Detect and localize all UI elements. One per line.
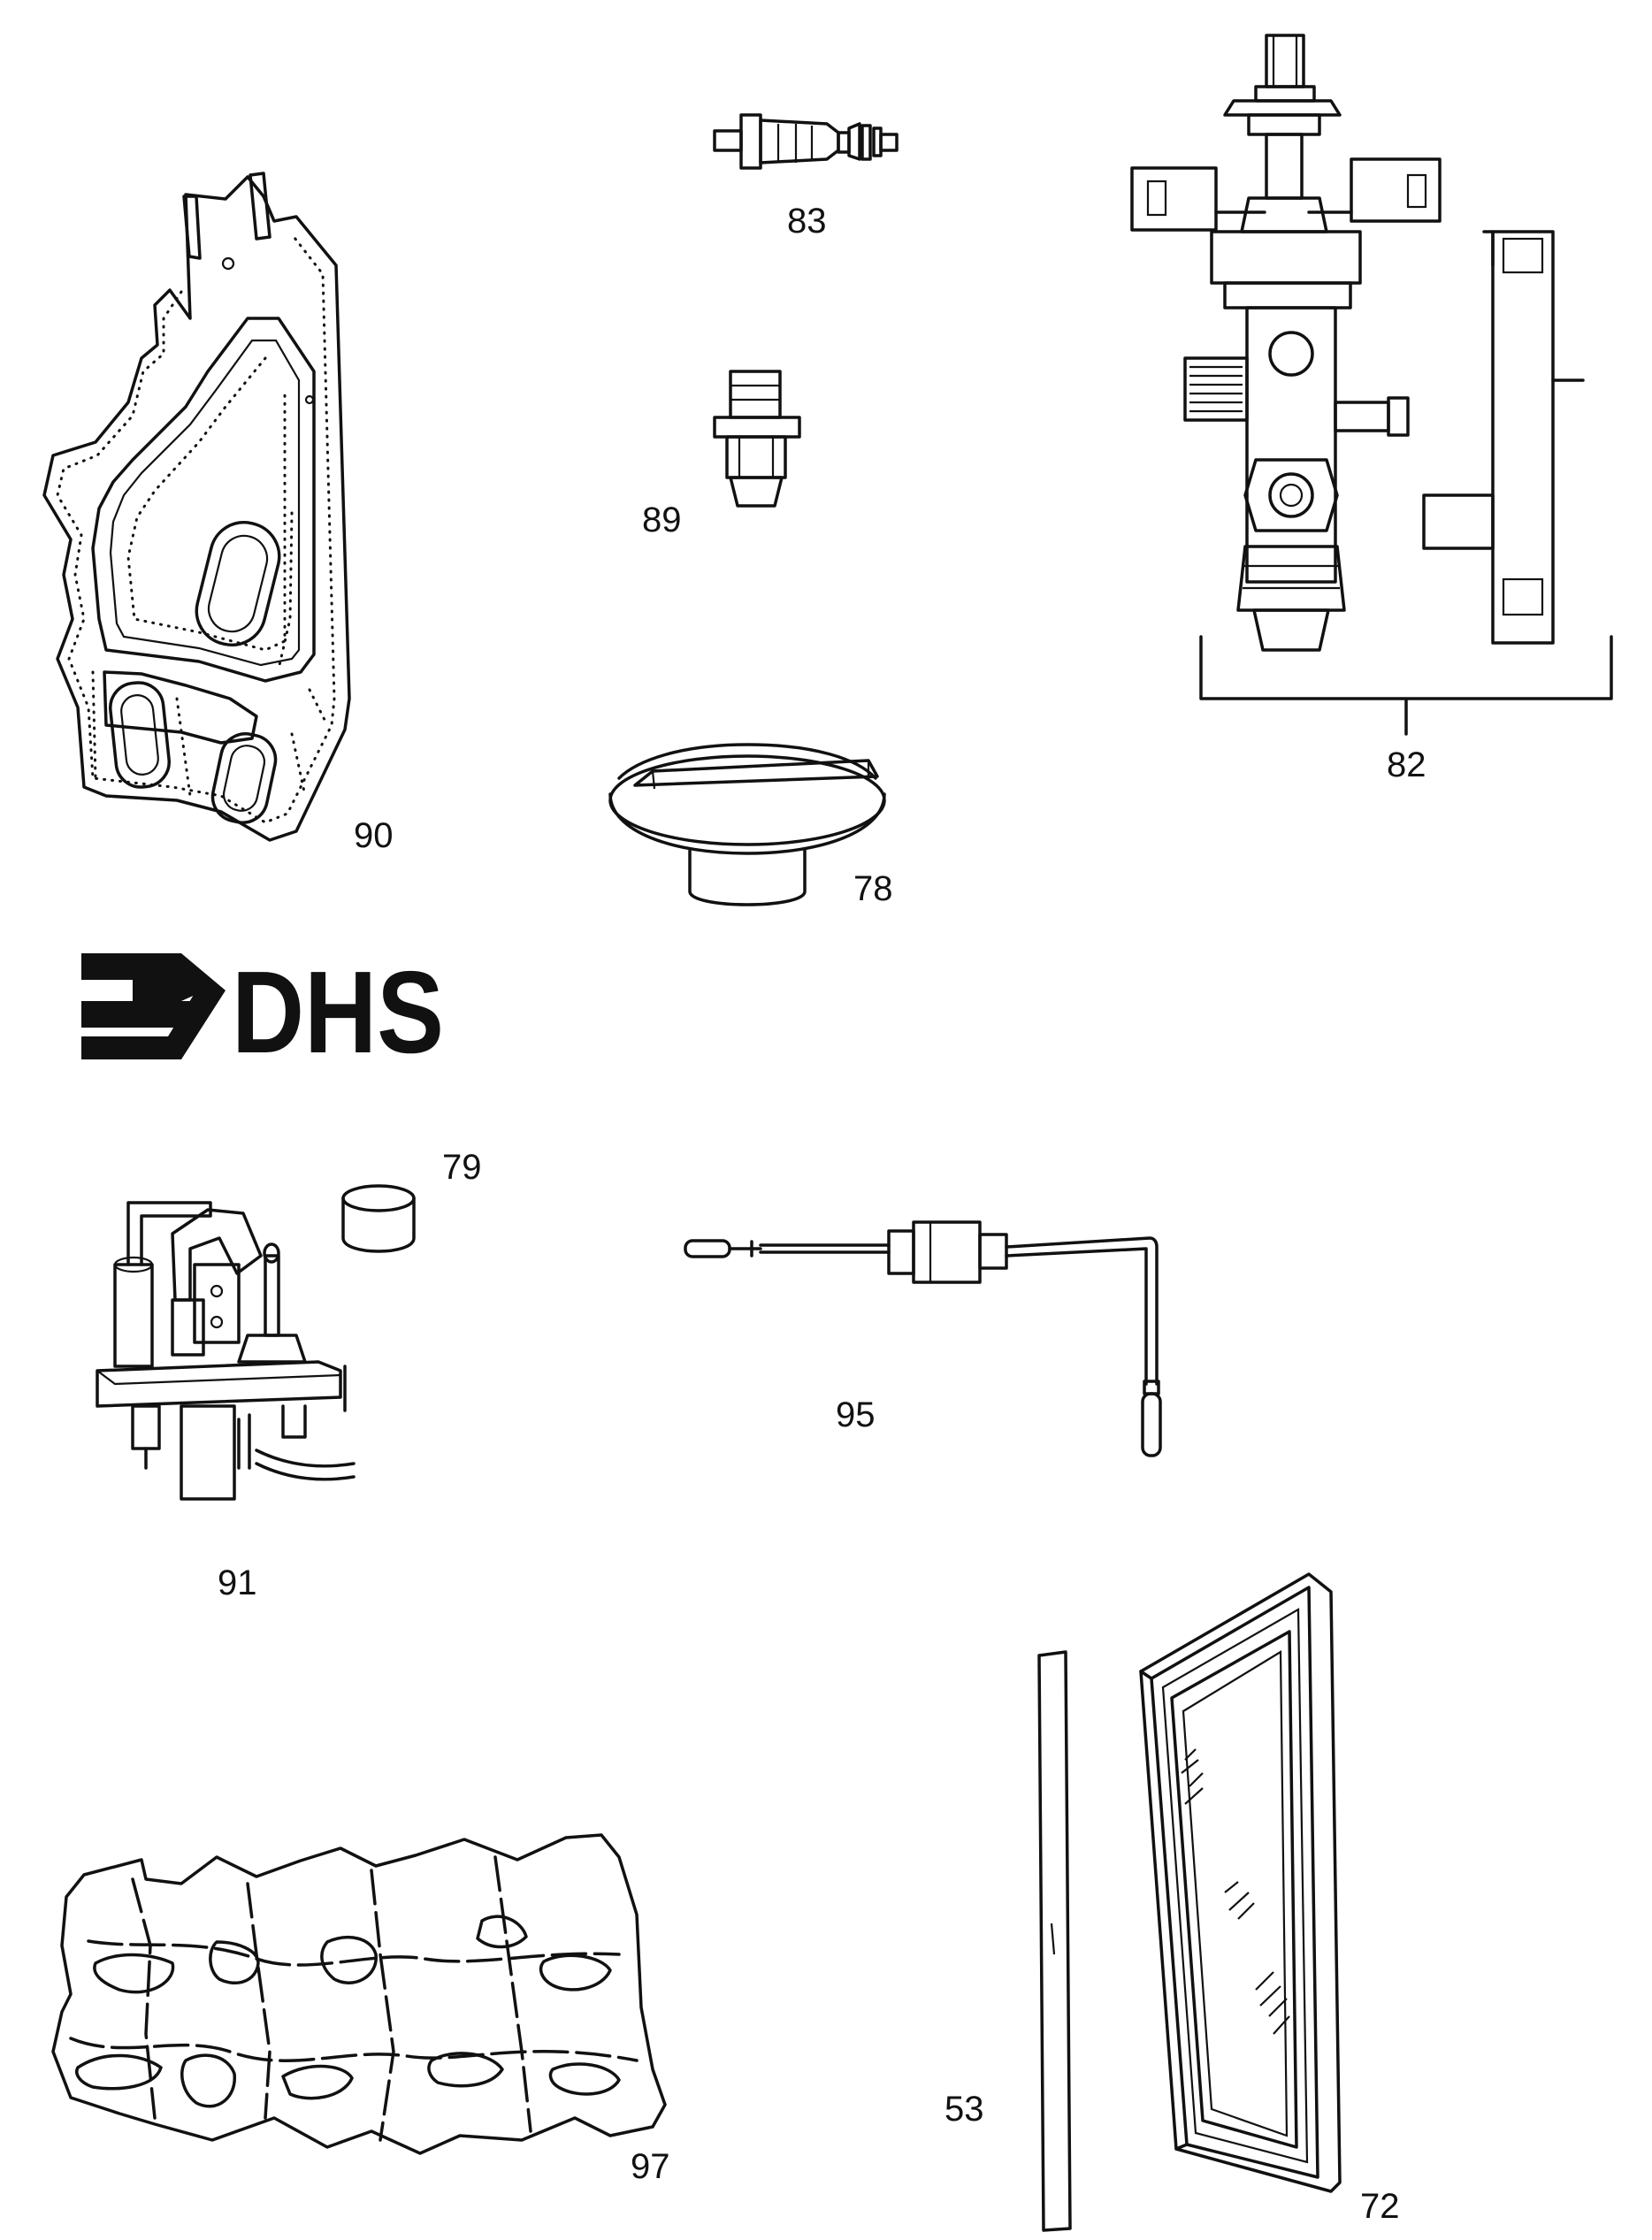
part-97-ember-bed <box>51 1833 667 2155</box>
part-72-glass-door <box>1139 1572 1342 2193</box>
dhs-logo-text: DHS <box>232 947 444 1077</box>
part-label-89: 89 <box>642 501 682 539</box>
part-label-82: 82 <box>1387 745 1426 784</box>
part-label-90: 90 <box>354 816 394 855</box>
part-label-91: 91 <box>218 1563 257 1602</box>
part-label-97: 97 <box>631 2147 670 2186</box>
part-89-fitting <box>713 370 801 508</box>
part-label-78: 78 <box>853 869 893 908</box>
part-label-83: 83 <box>787 202 827 241</box>
part-label-79: 79 <box>442 1148 482 1187</box>
part-78-control-knob <box>608 743 886 906</box>
part-82-gas-valve-assembly <box>1130 34 1613 736</box>
part-label-95: 95 <box>836 1395 876 1434</box>
dhs-logo: DHS <box>81 944 444 1077</box>
part-83-valve-cartridge <box>713 113 899 170</box>
part-91-pilot-assembly <box>96 1201 356 1501</box>
part-label-53: 53 <box>945 2090 984 2129</box>
part-79-sleeve <box>341 1184 416 1253</box>
part-90-burner-gasket <box>42 172 351 842</box>
part-95-thermocouple <box>684 1220 1162 1457</box>
part-label-72: 72 <box>1360 2187 1400 2226</box>
part-53-gasket-strip <box>1037 1650 1072 2232</box>
